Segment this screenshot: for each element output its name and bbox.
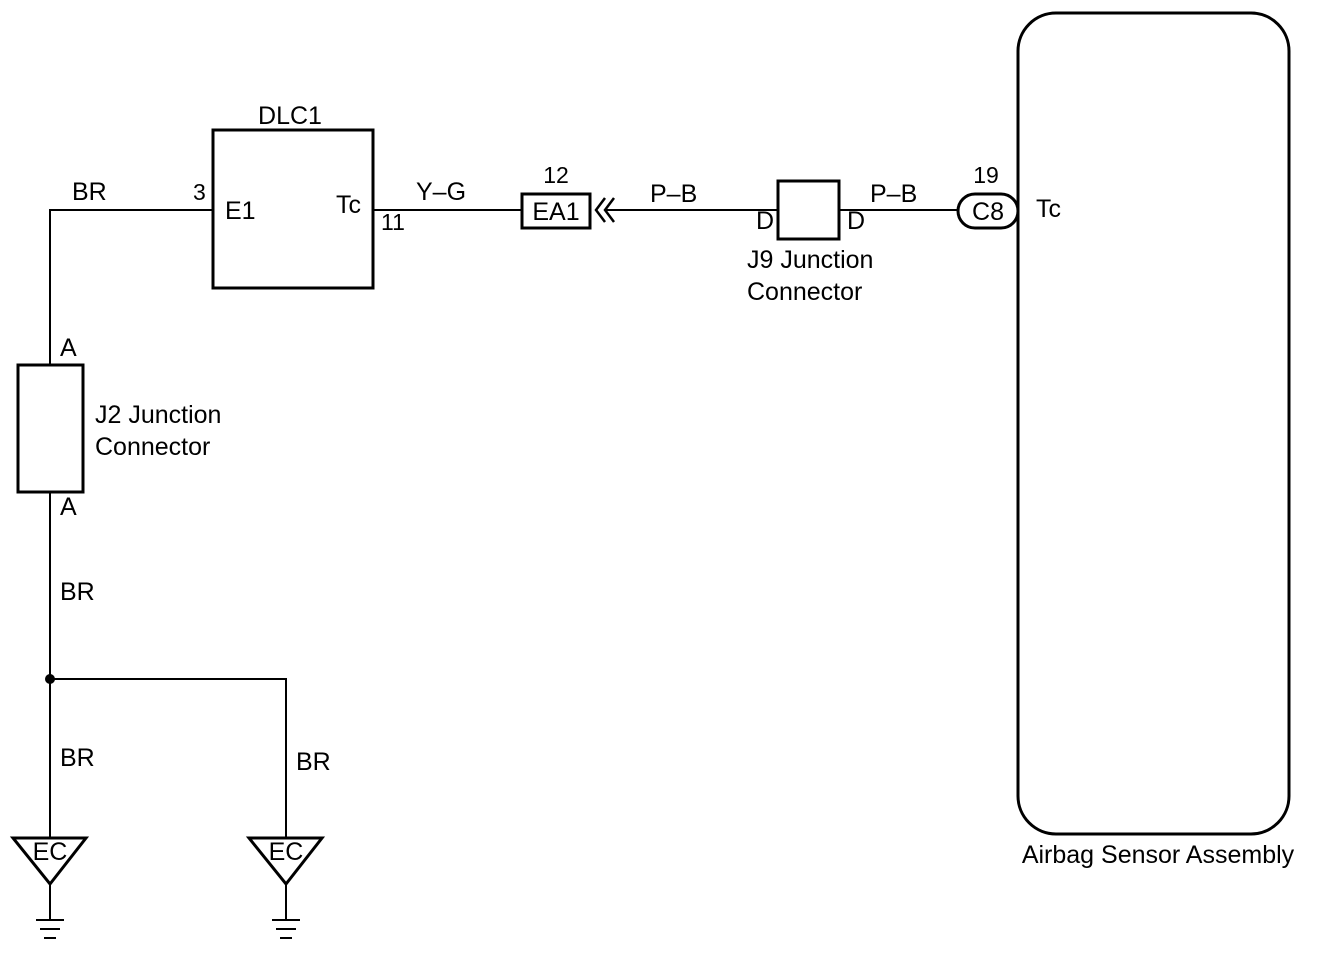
j2-pin-bottom: A <box>60 493 77 521</box>
j2-connector <box>16 363 85 494</box>
airbag-sensor-assembly <box>1016 11 1291 836</box>
ground-label-1: EC <box>33 838 68 866</box>
dlc1-pin-tc-label: Tc <box>336 191 361 219</box>
j2-label-line2: Connector <box>95 433 210 461</box>
wire-label-br-mid: BR <box>60 578 95 606</box>
ea1-male-terminal <box>594 197 606 223</box>
ground-triangle-icon <box>245 836 326 887</box>
ea1-male-terminal-2 <box>603 197 615 223</box>
ea1-connector <box>520 192 592 230</box>
wire-label-br-g1: BR <box>60 744 95 772</box>
ea1-pin-number: 12 <box>543 162 569 188</box>
dlc1-connector <box>211 128 375 290</box>
airbag-title: Airbag Sensor Assembly <box>1022 841 1295 869</box>
dlc1-pin-e1-label: E1 <box>225 197 256 225</box>
dlc1-pin-tc-number: 11 <box>381 209 405 235</box>
wire-label-yg: Y–G <box>416 178 466 206</box>
j9-label-line2: Connector <box>747 278 862 306</box>
dlc1-pin-e1-number: 3 <box>193 179 206 205</box>
ground-label-2: EC <box>269 838 304 866</box>
c8-pin-number: 19 <box>973 162 999 188</box>
wire-label-pb-2: P–B <box>870 180 917 208</box>
ground-point-1: EC <box>9 836 90 939</box>
wire-label-br-g2: BR <box>296 748 331 776</box>
j9-label-line1: J9 Junction <box>747 246 873 274</box>
wire-br-splice-ground2 <box>50 678 287 838</box>
j9-pin-right: D <box>847 207 865 235</box>
c8-label: C8 <box>972 198 1004 226</box>
ground-point-2: EC <box>245 836 326 939</box>
wire-label-br-top: BR <box>72 178 107 206</box>
ground-triangle-icon <box>9 836 90 887</box>
j9-pin-left: D <box>756 207 774 235</box>
splice-point <box>45 674 55 684</box>
wire-label-pb-1: P–B <box>650 180 697 208</box>
j2-label-line1: J2 Junction <box>95 401 221 429</box>
dlc1-title: DLC1 <box>258 102 322 130</box>
j9-connector <box>776 179 841 241</box>
airbag-pin-tc: Tc <box>1036 195 1061 223</box>
ea1-label: EA1 <box>532 198 579 226</box>
j2-pin-top: A <box>60 334 77 362</box>
wire-br-dlc-j2 <box>49 209 213 365</box>
